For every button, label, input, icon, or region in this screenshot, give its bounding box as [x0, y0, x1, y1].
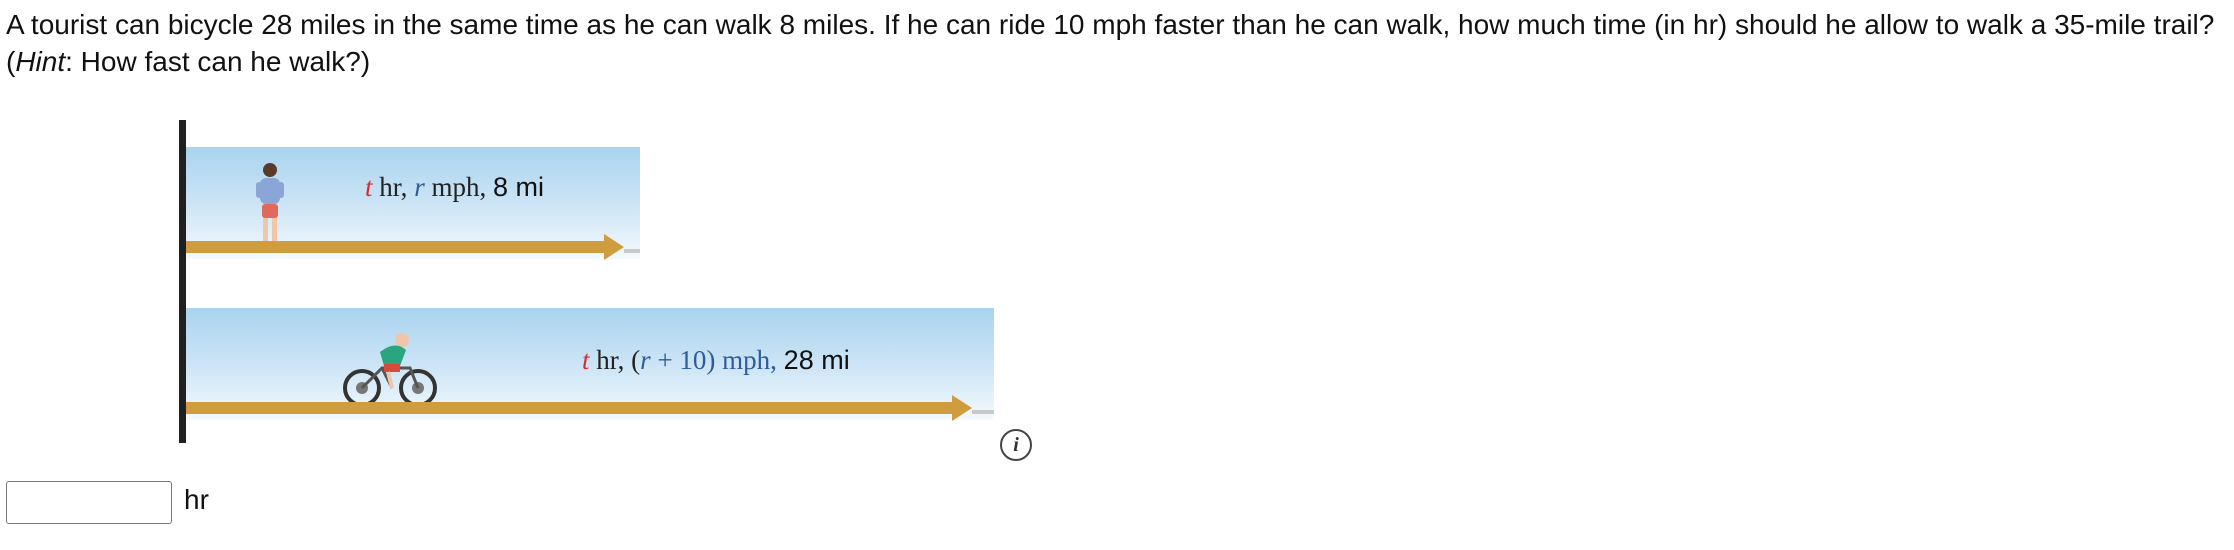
walk-distance: 8 mi [492, 172, 544, 202]
bike-ground-end [972, 410, 994, 414]
bike-hr-text: hr, ( [589, 345, 641, 375]
bike-time-var: t [582, 345, 590, 375]
bike-rate-text: + 10) mph, [650, 345, 784, 375]
walker-icon [256, 163, 284, 249]
walk-rate-var: r [414, 172, 425, 202]
answer-unit-label: hr [184, 484, 209, 515]
walk-ground-end [624, 249, 640, 253]
answer-input[interactable] [6, 481, 172, 524]
info-icon[interactable]: i [1000, 429, 1032, 461]
bike-ground-arrow [186, 402, 954, 414]
walk-ground-arrow [186, 241, 606, 253]
bike-sky-band [186, 308, 994, 420]
problem-text: A tourist can bicycle 28 miles in the sa… [6, 9, 2215, 77]
walk-time-var: t [365, 172, 373, 202]
bike-label: t hr, (r + 10) mph, 28 mi [582, 345, 850, 376]
walk-hr-text: hr, [372, 172, 415, 202]
cyclist-icon [343, 333, 437, 407]
start-line [179, 120, 186, 443]
walk-sky-band [186, 147, 640, 259]
walk-arrow-head [604, 234, 624, 260]
problem-statement: A tourist can bicycle 28 miles in the sa… [6, 6, 2221, 80]
hint-text: : How fast can he walk?) [65, 46, 371, 77]
bike-rate-var: r [640, 345, 651, 375]
walk-label: t hr, r mph, 8 mi [365, 172, 544, 203]
hint-label: Hint [15, 46, 66, 77]
rate-diagram: t hr, r mph, 8 mi t hr, (r + 10) mph, 28… [170, 120, 1070, 460]
walk-mph-text: mph, [424, 172, 493, 202]
bike-arrow-head [952, 395, 972, 421]
bike-distance: 28 mi [783, 345, 850, 375]
